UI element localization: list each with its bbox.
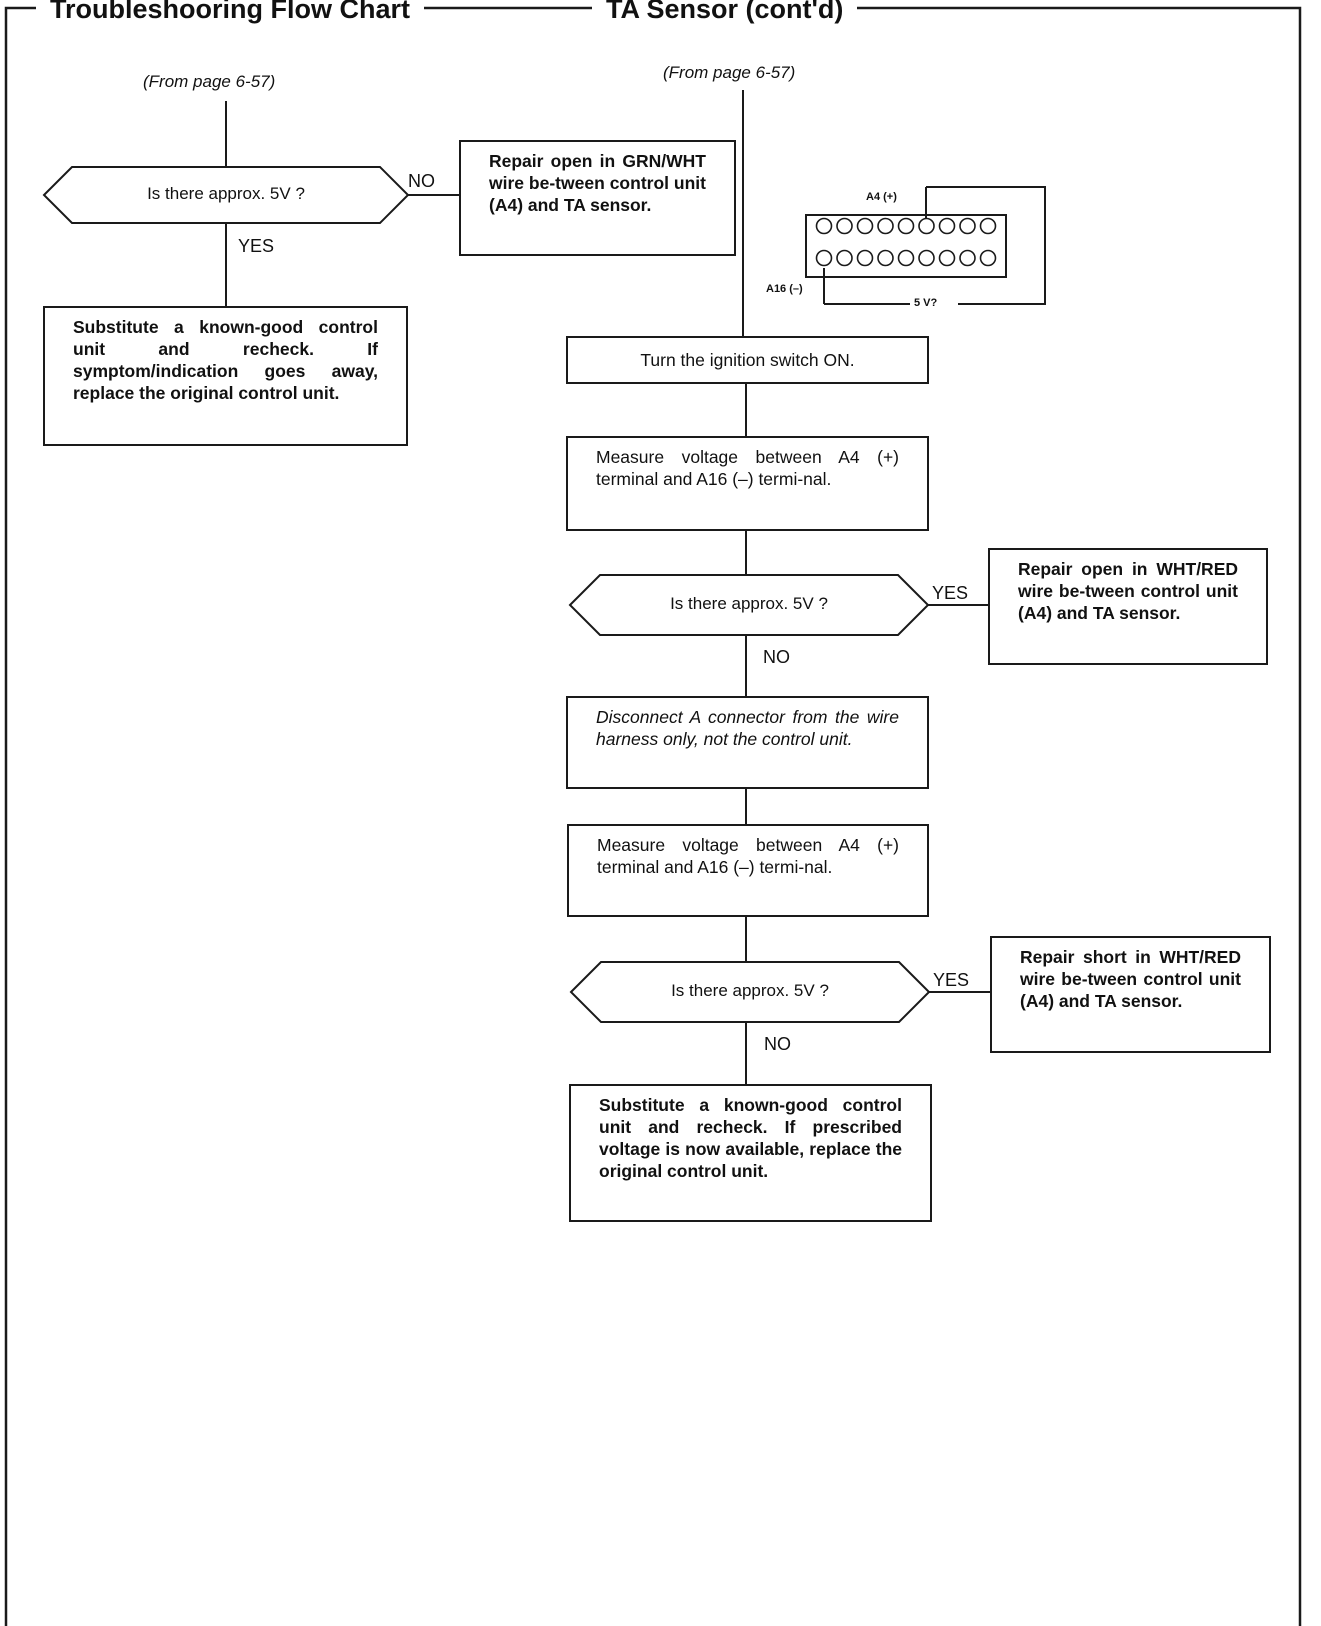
decision-text: Is there approx. 5V ? <box>147 184 305 203</box>
connector-body <box>805 214 1007 278</box>
connector-pin <box>938 217 956 235</box>
substitute-box: Substitute a known-good control unit and… <box>43 306 408 446</box>
connector-pin <box>918 217 935 235</box>
repair-box: Repair open in GRN/WHT wire be-tween con… <box>459 140 736 256</box>
connector-pin <box>856 217 874 235</box>
connector-pin <box>815 217 833 235</box>
step-measure-voltage: Measure voltage between A4 (+) terminal … <box>567 824 929 917</box>
connector-pin <box>918 249 935 267</box>
step-measure-voltage: Measure voltage between A4 (+) terminal … <box>566 436 929 531</box>
decision-text: Is there approx. 5V ? <box>670 594 828 613</box>
connector-pin <box>877 217 894 235</box>
branch-no-label: NO <box>763 647 790 667</box>
connector-pin <box>938 249 956 267</box>
connector-lead <box>926 186 1046 305</box>
page-title-left: Troubleshooring Flow Chart <box>36 0 424 24</box>
repair-open-box: Repair open in WHT/RED wire be-tween con… <box>988 548 1268 665</box>
connector-pin <box>836 249 853 267</box>
connector-pin <box>959 217 976 235</box>
from-page-label: (From page 6-57) <box>663 63 796 82</box>
from-page-label: (From page 6-57) <box>143 72 276 91</box>
connector-pin <box>856 249 874 267</box>
connector-pin <box>959 249 976 267</box>
decision-text: Is there approx. 5V ? <box>671 981 829 1000</box>
connector-pin <box>897 217 915 235</box>
connector-pin <box>979 217 997 235</box>
connector-pin <box>979 249 997 267</box>
repair-short-box: Repair short in WHT/RED wire be-tween co… <box>990 936 1271 1053</box>
branch-yes-label: YES <box>932 583 969 603</box>
connector-pin-plus-label: A4 (+) <box>866 191 897 203</box>
branch-no-label: NO <box>408 171 435 191</box>
branch-no-label: NO <box>764 1034 791 1054</box>
connector-pin <box>815 249 833 267</box>
substitute-box: Substitute a known-good control unit and… <box>569 1084 932 1222</box>
branch-yes-label: YES <box>238 236 275 256</box>
step-disconnect-connector: Disconnect A connector from the wire har… <box>566 696 929 789</box>
connector-voltage-label: 5 V? <box>914 297 938 309</box>
connector-pin <box>877 249 894 267</box>
step-ignition-on: Turn the ignition switch ON. <box>566 336 929 384</box>
page-title-right: TA Sensor (cont'd) <box>592 0 858 24</box>
connector-pin-minus-label: A16 (–) <box>766 283 803 295</box>
connector-pin <box>836 217 853 235</box>
branch-yes-label: YES <box>933 970 970 990</box>
connector-pin <box>897 249 915 267</box>
